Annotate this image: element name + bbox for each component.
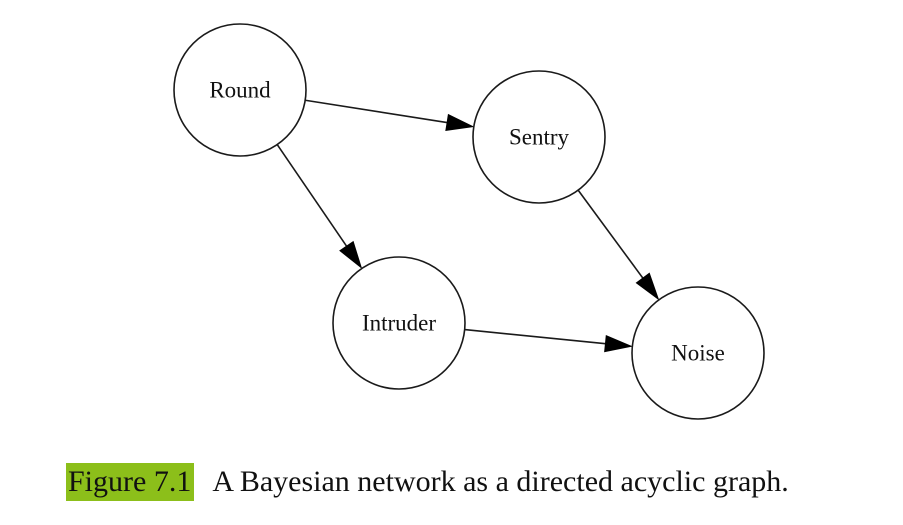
arrowhead-icon — [604, 335, 634, 353]
node-label: Noise — [671, 341, 725, 366]
node-round: Round — [173, 23, 307, 157]
node-circle — [472, 70, 606, 204]
arrowhead-icon — [339, 240, 363, 270]
node-label: Round — [209, 78, 271, 103]
node-circle — [332, 256, 466, 390]
arrowhead-icon — [445, 113, 475, 132]
edges-layer — [276, 99, 660, 353]
figure-caption: Figure 7.1 A Bayesian network as a direc… — [66, 462, 789, 502]
edge-line — [577, 189, 644, 279]
node-label: Intruder — [362, 311, 436, 336]
edge-line — [305, 99, 448, 124]
edge-line — [276, 144, 348, 247]
node-sentry: Sentry — [472, 70, 606, 204]
node-intruder: Intruder — [332, 256, 466, 390]
figure-caption-text: A Bayesian network as a directed acyclic… — [212, 465, 789, 498]
edge-round-to-intruder — [276, 144, 363, 270]
node-label: Sentry — [509, 125, 570, 150]
figure-caption-label: Figure 7.1 — [66, 463, 195, 501]
edge-intruder-to-noise — [464, 328, 634, 353]
node-circle — [173, 23, 307, 157]
node-circle — [631, 286, 765, 420]
arrowhead-icon — [635, 272, 660, 301]
node-noise: Noise — [631, 286, 765, 420]
edge-line — [464, 328, 606, 345]
edge-round-to-sentry — [305, 99, 475, 132]
edge-sentry-to-noise — [577, 189, 660, 301]
